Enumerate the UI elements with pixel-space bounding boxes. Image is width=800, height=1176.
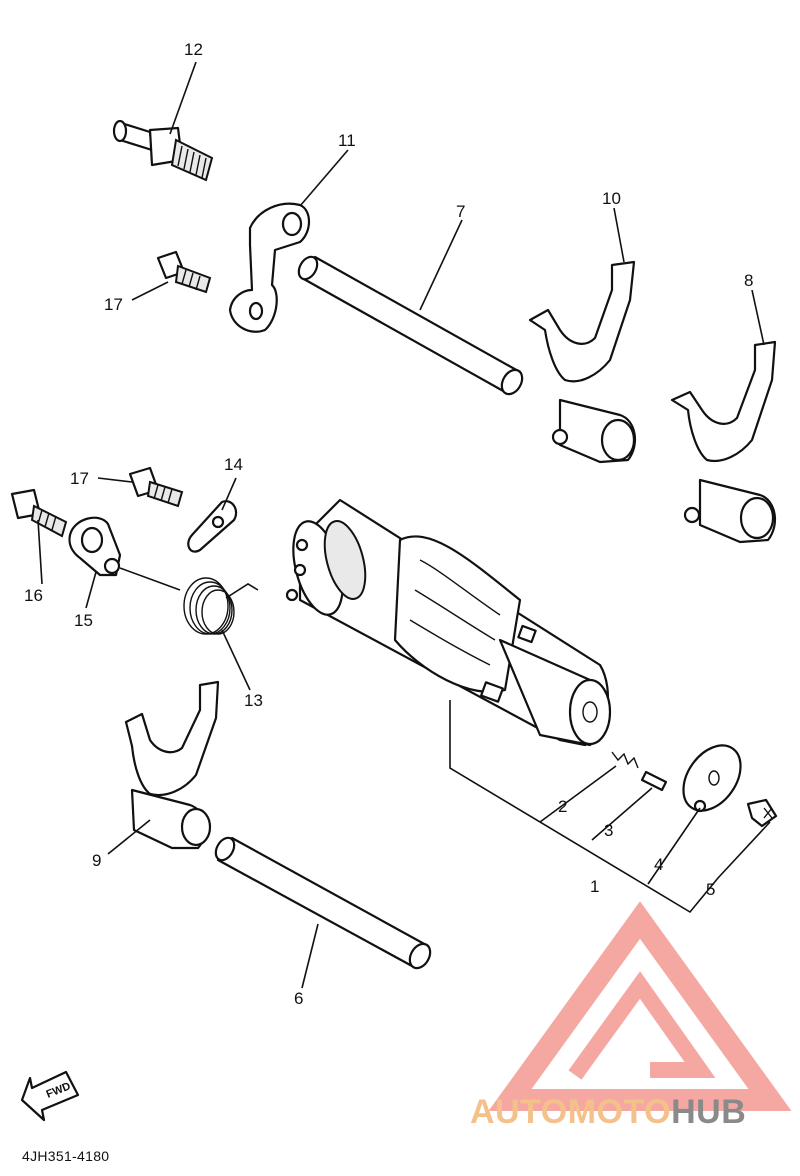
plate-14 <box>187 500 238 553</box>
bolt-16 <box>10 488 68 538</box>
callout-11: 11 <box>338 131 356 150</box>
stopper-plate-11 <box>228 202 311 333</box>
callout-15: 15 <box>74 611 93 630</box>
callout-17-lower: 17 <box>70 469 89 488</box>
callout-12: 12 <box>184 40 203 59</box>
shift-drum-1 <box>285 498 612 747</box>
callout-2: 2 <box>558 797 567 816</box>
callout-6: 6 <box>294 989 303 1008</box>
fwd-arrow-icon: FWD <box>20 1070 80 1122</box>
torsion-spring-13 <box>119 567 259 635</box>
bolt-17-upper <box>156 250 212 294</box>
callout-10: 10 <box>602 189 621 208</box>
shift-fork-10 <box>528 260 637 464</box>
shift-fork-shaft-7 <box>297 255 524 396</box>
shift-fork-shaft-6 <box>214 836 432 970</box>
callout-3: 3 <box>604 821 613 840</box>
diagram-code: 4JH351-4180 <box>22 1148 110 1164</box>
shift-fork-8 <box>670 340 777 544</box>
shift-fork-9 <box>124 680 220 850</box>
callout-4: 4 <box>654 855 663 874</box>
washer-4 <box>682 744 742 813</box>
bolt-17-lower <box>128 466 184 508</box>
callouts: 12 11 7 10 8 17 14 17 16 15 13 2 3 9 4 1… <box>24 40 753 1008</box>
callout-8: 8 <box>744 271 753 290</box>
callout-14: 14 <box>224 455 243 474</box>
spring-2 <box>611 751 639 769</box>
watermark-auto: AUTO <box>470 1093 568 1131</box>
pin-3 <box>640 770 668 792</box>
watermark-text: AUTOMOTOHUB <box>470 1093 746 1132</box>
watermark-logo <box>488 901 792 1111</box>
callout-9: 9 <box>92 851 101 870</box>
screw-5 <box>746 798 778 828</box>
callout-7: 7 <box>456 202 465 221</box>
stud-bolt-12 <box>112 119 214 182</box>
callout-17-upper: 17 <box>104 295 123 314</box>
stopper-lever-15 <box>68 516 122 577</box>
callout-1: 1 <box>590 877 599 896</box>
callout-16: 16 <box>24 586 43 605</box>
leader-lines <box>37 61 771 989</box>
watermark-moto: MOTO <box>567 1093 672 1131</box>
callout-5: 5 <box>706 880 715 899</box>
callout-13: 13 <box>244 691 263 710</box>
watermark-hub: HUB <box>671 1093 747 1131</box>
